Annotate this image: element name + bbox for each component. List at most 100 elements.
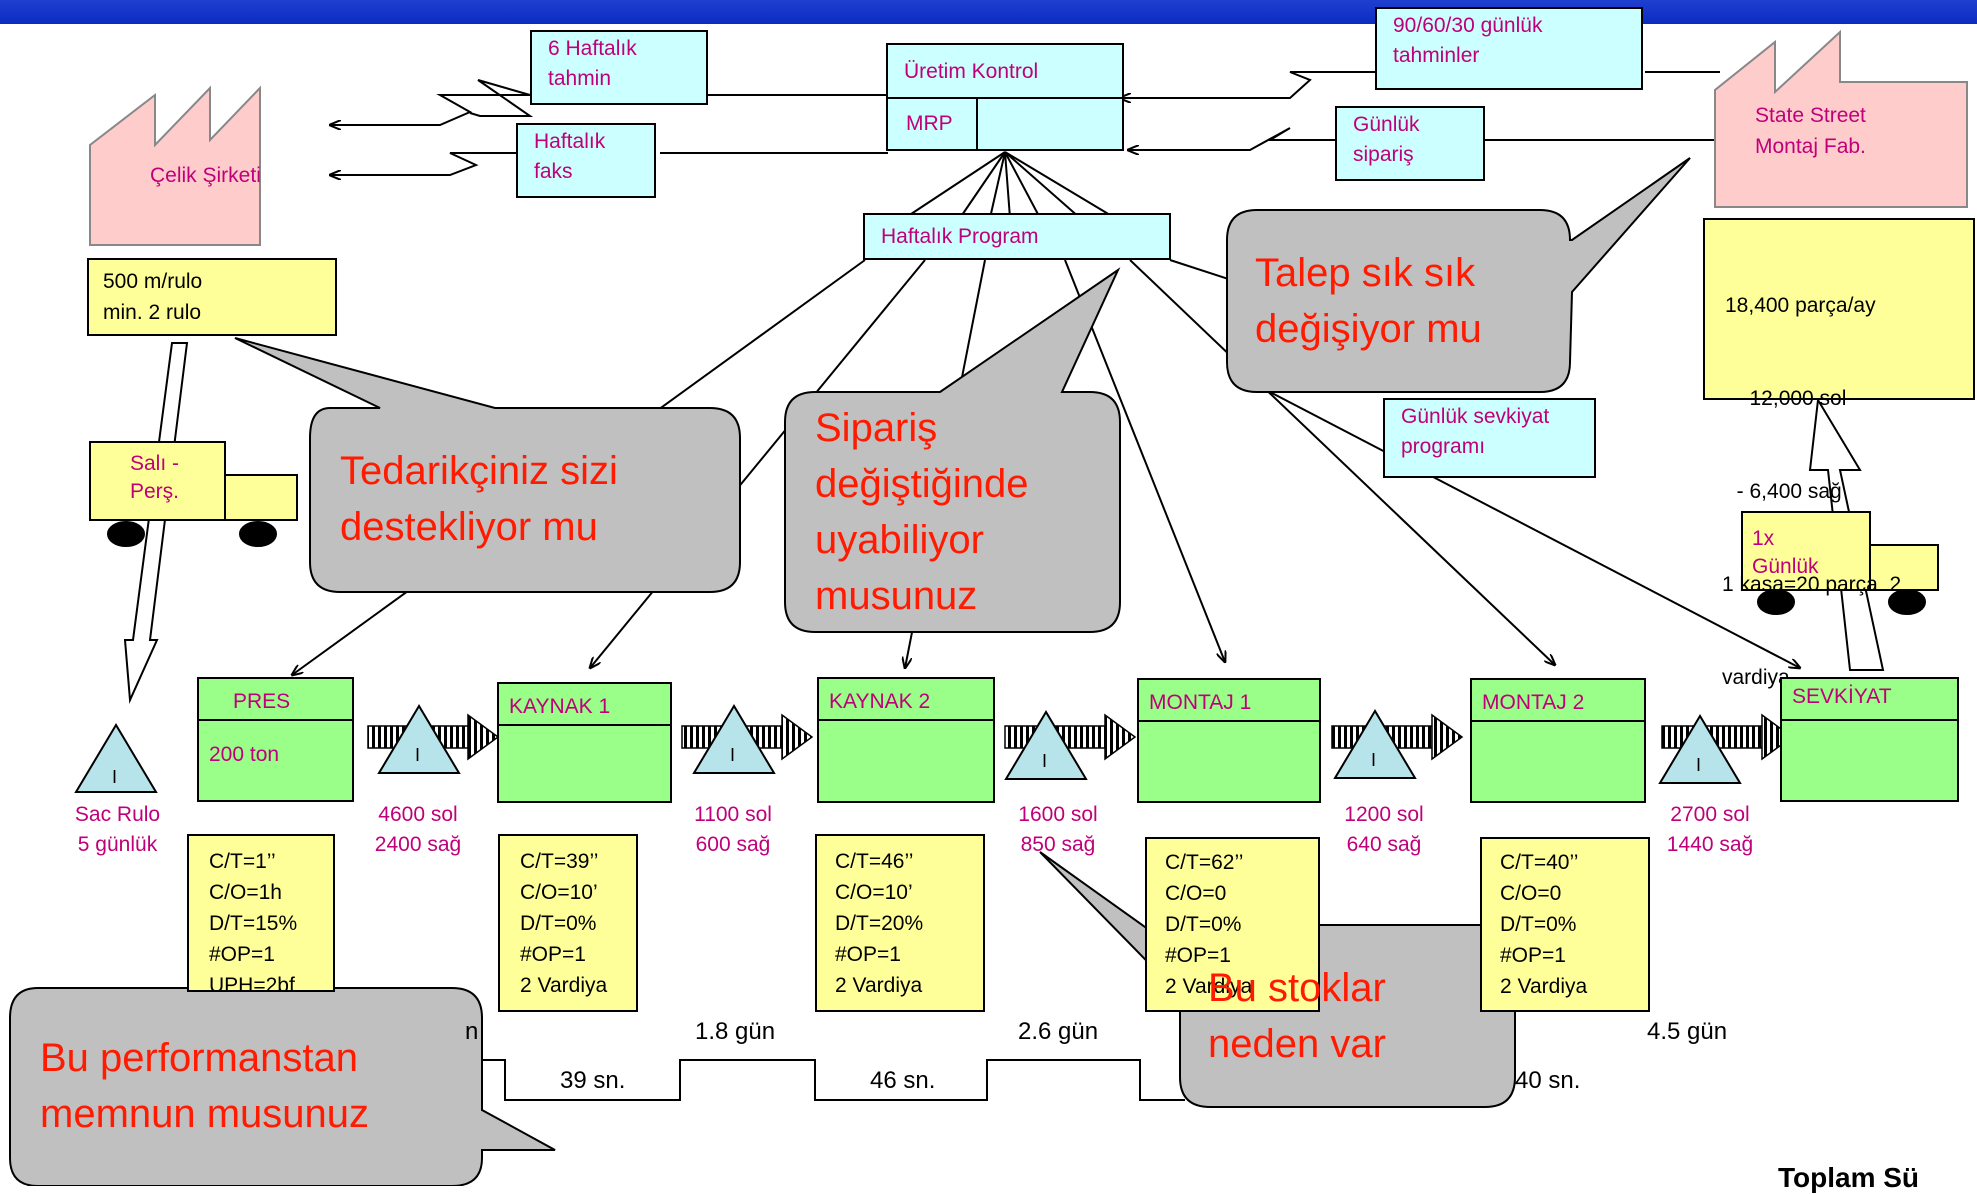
- mrp-cell: MRP: [888, 99, 978, 151]
- inventory-3-line1: 1600 sol: [1018, 803, 1098, 826]
- weekly-fax-box: Haftalık faks: [516, 123, 656, 198]
- process-kaynak1-name: KAYNAK 1: [499, 684, 670, 726]
- montaj2-data-line3: D/T=0%: [1500, 913, 1577, 936]
- inventory-reason-callout: Bu stoklar neden var: [1208, 960, 1386, 1072]
- inventory-5-line1: 2700 sol: [1670, 803, 1750, 826]
- timeline-wait-2: 2.6 gün: [1018, 1018, 1099, 1045]
- process-kaynak1: KAYNAK 1: [497, 682, 672, 803]
- inventory-4-symbol: I: [1371, 750, 1377, 770]
- montaj2-data-line4: #OP=1: [1500, 944, 1566, 967]
- timeline-line: [465, 1059, 1185, 1101]
- process-data-montaj1: C/T=62’’ C/O=0 D/T=0% #OP=1 2 Vardiya: [1145, 837, 1320, 1012]
- process-pres-sub: 200 ton: [209, 743, 280, 766]
- process-data-kaynak1: C/T=39’’ C/O=10’ D/T=0% #OP=1 2 Vardiya: [498, 834, 638, 1012]
- customer-name-line2: Montaj Fab.: [1755, 135, 1866, 158]
- forecast-6week-line2: tahmin: [548, 67, 612, 90]
- inventory-4-line1: 1200 sol: [1344, 803, 1424, 826]
- order-change-line1: Sipariş: [815, 406, 938, 450]
- performance-line1: Bu performanstan: [40, 1036, 358, 1080]
- daily-shipping-line2: programı: [1401, 435, 1486, 458]
- montaj1-data-line5: 2 Vardiya: [1165, 975, 1253, 998]
- process-sevkiyat-name: SEVKİYAT: [1782, 679, 1957, 721]
- customer-factory-shape: [1714, 29, 1968, 208]
- montaj2-data-line1: C/T=40’’: [1500, 851, 1579, 874]
- customer-info-line3: - 6,400 sağ: [1725, 480, 1842, 503]
- customer-info-line5: vardiya: [1722, 666, 1790, 689]
- process-kaynak2-name: KAYNAK 2: [819, 679, 993, 721]
- kaynak2-data-line3: D/T=20%: [835, 912, 924, 935]
- montaj1-data-line1: C/T=62’’: [1165, 851, 1244, 874]
- montaj1-data-line4: #OP=1: [1165, 944, 1231, 967]
- pres-data-line3: D/T=15%: [209, 912, 298, 935]
- pres-data-line1: C/T=1’’: [209, 850, 276, 873]
- performance-callout: Bu performanstan memnun musunuz: [40, 1030, 369, 1142]
- inventory-2-line1: 1100 sol: [694, 803, 772, 826]
- timeline-wait-3: 4.5 gün: [1647, 1018, 1728, 1045]
- kaynak2-data-line5: 2 Vardiya: [835, 974, 923, 997]
- kaynak1-data-line5: 2 Vardiya: [520, 974, 608, 997]
- customer-truck-line2: Günlük: [1752, 555, 1819, 578]
- production-control-box: Üretim Kontrol MRP: [886, 43, 1124, 151]
- process-pres: PRES 200 ton: [197, 677, 354, 802]
- inventory-triangle-1: [377, 704, 461, 774]
- daily-shipping-box: Günlük sevkiyat programı: [1383, 398, 1596, 478]
- forecast-6week-line1: 6 Haftalık: [548, 37, 637, 60]
- inventory-4-label: 1200 sol 640 sağ: [1324, 800, 1444, 860]
- forecast-906030-line2: tahminler: [1393, 44, 1480, 67]
- order-change-line3: uyabiliyor: [815, 518, 984, 562]
- customer-truck-label: 1x Günlük: [1752, 525, 1819, 581]
- order-change-callout: Sipariş değiştiğinde uyabiliyor musunuz: [815, 400, 1029, 624]
- weekly-program-label: Haftalık Program: [881, 225, 1039, 248]
- customer-info-box: 18,400 parça/ay - 12,000 sol - 6,400 sağ…: [1703, 218, 1975, 689]
- inventory-1-symbol: I: [415, 745, 421, 765]
- inventory-2-line2: 600 sağ: [695, 833, 771, 856]
- inventory-4-line2: 640 sağ: [1346, 833, 1422, 856]
- kaynak2-data-line1: C/T=46’’: [835, 850, 914, 873]
- kaynak1-data-line1: C/T=39’’: [520, 850, 599, 873]
- kaynak1-data-line4: #OP=1: [520, 943, 586, 966]
- raw-inventory-label: Sac Rulo 5 günlük: [55, 800, 180, 860]
- raw-inventory-line1: Sac Rulo: [74, 803, 161, 826]
- inventory-triangle-3: [1004, 710, 1088, 780]
- inventory-3-symbol: I: [1042, 751, 1048, 771]
- customer-name-line1: State Street: [1755, 104, 1866, 127]
- timeline-process-1: 39 sn.: [560, 1067, 626, 1094]
- supplier-to-raw-arrow: [123, 342, 189, 704]
- inventory-reason-line1: Bu stoklar: [1208, 966, 1386, 1010]
- inventory-reason-line2: neden var: [1208, 1022, 1386, 1066]
- weekly-fax-line1: Haftalık: [534, 130, 606, 153]
- raw-inventory-line2: 5 günlük: [77, 833, 158, 856]
- order-change-bubble-shape: [784, 267, 1121, 633]
- timeline-partial-wait: n: [465, 1018, 479, 1045]
- inventory-1-line1: 4600 sol: [378, 803, 458, 826]
- timeline-process-2: 46 sn.: [870, 1067, 936, 1094]
- supplier-info-box: 500 m/rulo min. 2 rulo: [87, 258, 337, 336]
- supplier-truck-label: Salı - Perş.: [130, 450, 179, 506]
- timeline-wait-1: 1.8 gün: [695, 1018, 776, 1045]
- inventory-2-label: 1100 sol 600 sağ: [673, 800, 793, 860]
- pres-data-line5: UPH=2bf: [209, 974, 295, 992]
- inventory-5-symbol: I: [1696, 755, 1702, 775]
- kaynak1-data-line2: C/O=10’: [520, 881, 598, 904]
- process-montaj1-name: MONTAJ 1: [1139, 680, 1319, 722]
- inventory-2-symbol: I: [730, 745, 736, 765]
- process-montaj2: MONTAJ 2: [1470, 678, 1646, 803]
- raw-inventory-symbol: I: [112, 767, 118, 787]
- forecast-6week-box: 6 Haftalık tahmin: [530, 30, 708, 105]
- pres-data-line2: C/O=1h: [209, 881, 282, 904]
- montaj1-data-line3: D/T=0%: [1165, 913, 1242, 936]
- demand-change-line2: değişiyor mu: [1255, 307, 1482, 351]
- supplier-info-line1: 500 m/rulo: [103, 270, 203, 293]
- kaynak2-data-line2: C/O=10’: [835, 881, 913, 904]
- process-montaj1: MONTAJ 1: [1137, 678, 1321, 803]
- daily-order-line2: sipariş: [1353, 143, 1414, 166]
- pres-data-line4: #OP=1: [209, 943, 275, 966]
- demand-change-bubble-shape: [1226, 157, 1691, 393]
- customer-name: State Street Montaj Fab.: [1755, 100, 1866, 162]
- supplier-truck-line2: Perş.: [130, 480, 180, 503]
- raw-inventory-triangle: [74, 723, 158, 793]
- demand-change-callout: Talep sık sık değişiyor mu: [1255, 245, 1482, 357]
- inventory-3-label: 1600 sol 850 sağ: [998, 800, 1118, 860]
- customer-info-line2: - 12,000 sol: [1725, 387, 1847, 410]
- daily-order-line1: Günlük: [1353, 113, 1420, 136]
